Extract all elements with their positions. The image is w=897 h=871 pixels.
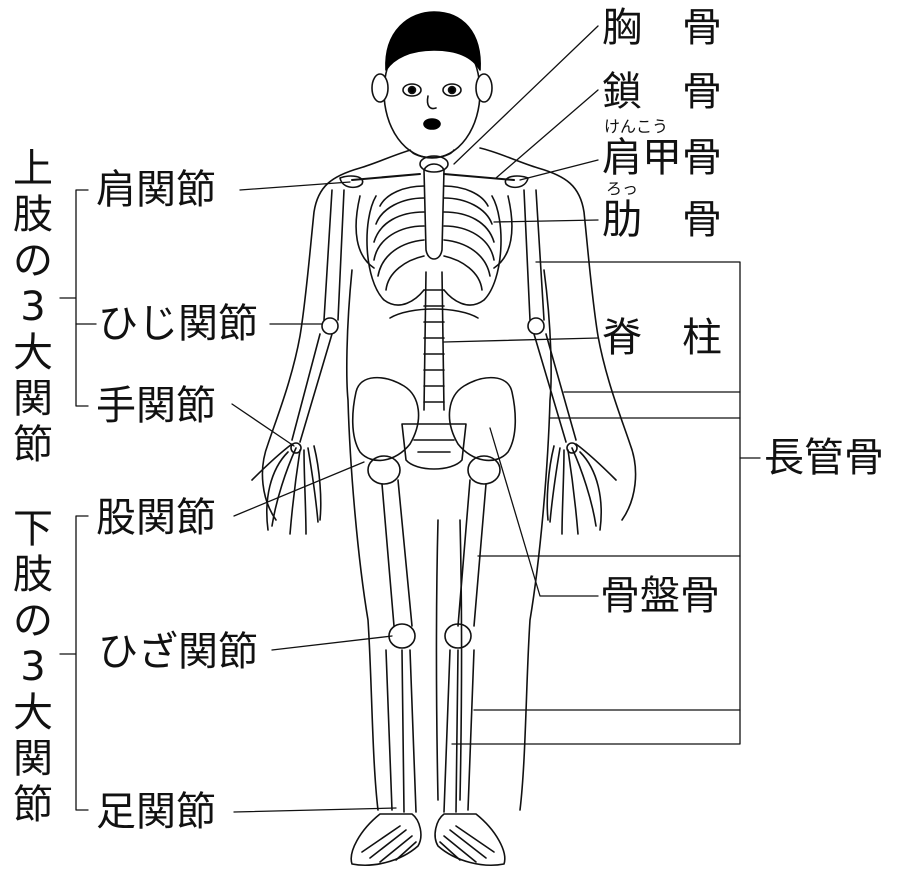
title-char: 関 xyxy=(10,376,56,422)
title-char: の xyxy=(10,598,56,644)
arms xyxy=(292,190,576,442)
title-char: 節 xyxy=(10,422,56,468)
legs xyxy=(382,480,486,812)
hands xyxy=(252,443,616,534)
long-bone-label: 長管骨 xyxy=(764,436,884,480)
lower-limb-group-title: 下 肢 の 3 大 関 節 xyxy=(10,506,56,828)
title-char: 肢 xyxy=(10,552,56,598)
clavicle-label: 鎖 骨 xyxy=(602,70,722,114)
shoulder-joint-label: 肩関節 xyxy=(96,168,216,212)
sternum-label: 胸 骨 xyxy=(602,6,722,50)
wrist-joint-label: 手関節 xyxy=(96,384,216,428)
ankle-joint-label: 足関節 xyxy=(96,790,216,834)
pelvis-label: 骨盤骨 xyxy=(600,574,720,618)
sternum xyxy=(424,164,444,259)
mouth-icon xyxy=(424,119,440,129)
feet xyxy=(351,814,505,865)
knee-joint-label: ひざ関節 xyxy=(98,630,258,674)
title-char: 3 xyxy=(10,284,56,330)
title-char: 肢 xyxy=(10,192,56,238)
spine xyxy=(424,272,444,410)
title-char: の xyxy=(10,238,56,284)
hip-joint-label: 股関節 xyxy=(96,496,216,540)
upper-limb-group-title: 上 肢 の 3 大 関 節 xyxy=(10,146,56,468)
title-char: 上 xyxy=(10,146,56,192)
spine-label: 脊 柱 xyxy=(602,316,722,360)
scapula-label: 肩甲骨 xyxy=(602,136,722,180)
rib-label: 肋 骨 xyxy=(602,198,722,242)
title-char: 関 xyxy=(10,736,56,782)
title-char: 節 xyxy=(10,782,56,828)
scapula-ruby: けんこう xyxy=(604,118,668,136)
rib-ruby: ろっ xyxy=(606,180,638,198)
title-char: 大 xyxy=(10,330,56,376)
title-char: 大 xyxy=(10,690,56,736)
title-char: 下 xyxy=(10,506,56,552)
body-outline xyxy=(262,148,635,810)
ribcage xyxy=(367,186,501,318)
title-char: 3 xyxy=(10,644,56,690)
clavicle xyxy=(352,174,514,180)
elbow-joint-label: ひじ関節 xyxy=(98,302,258,346)
